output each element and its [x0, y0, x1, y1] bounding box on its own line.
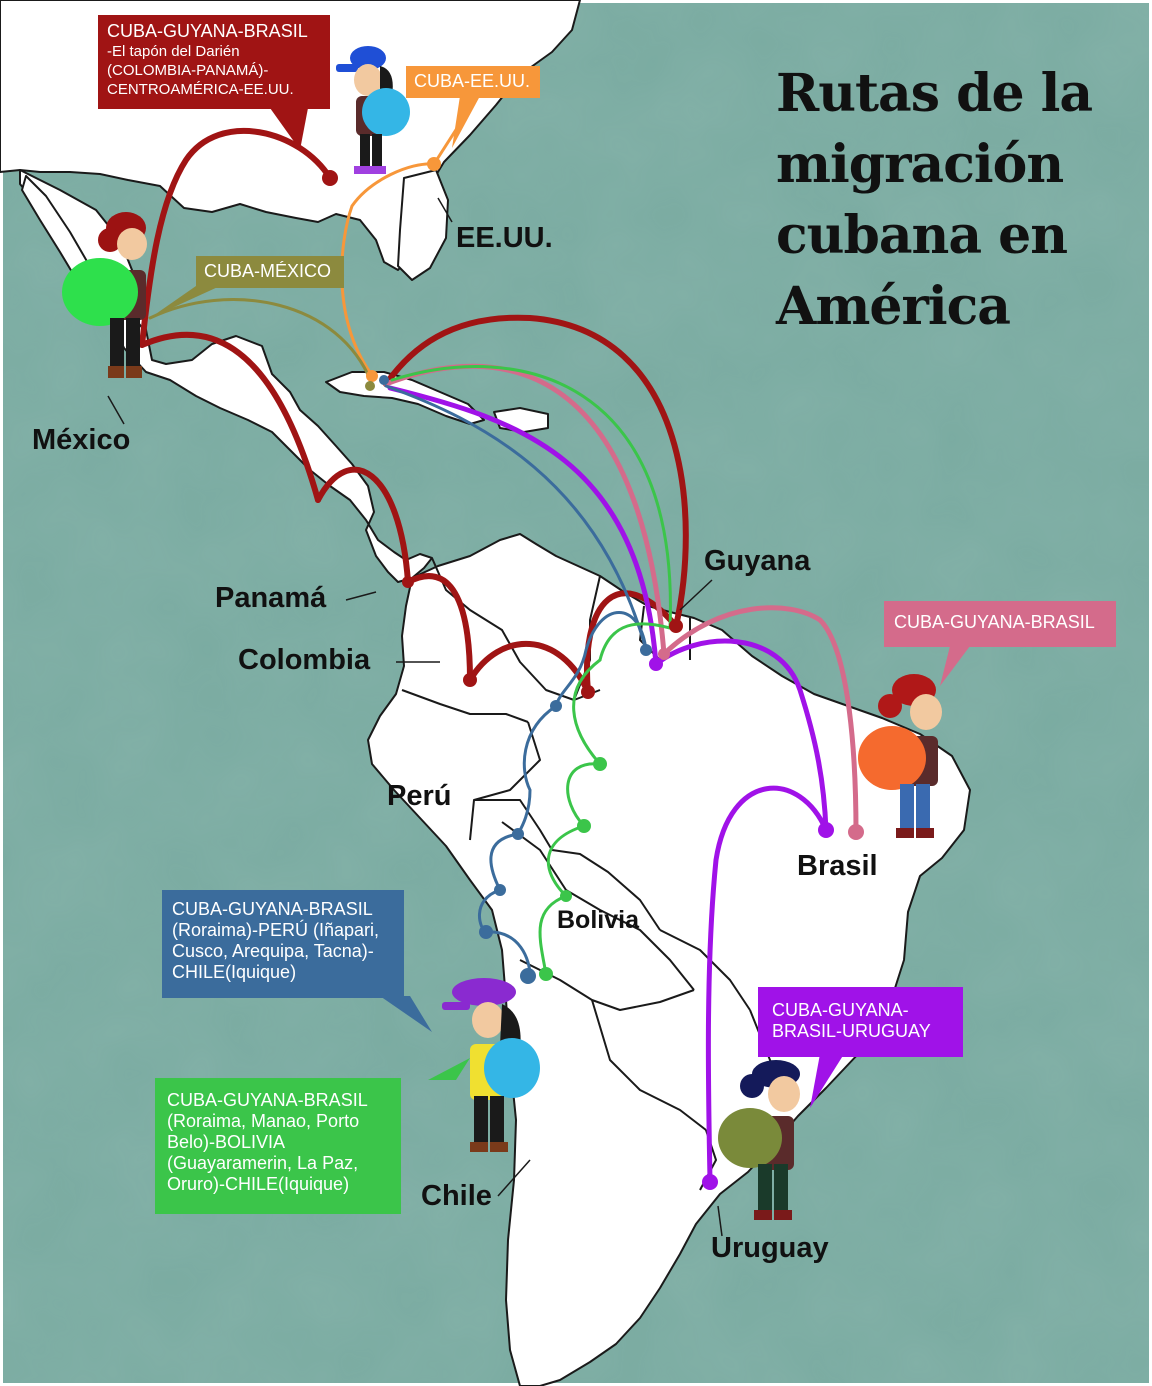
- route-box-title: CUBA-GUYANA-BRASIL: [172, 899, 373, 919]
- map-title: Rutas de la migración cubana en América: [776, 58, 1136, 342]
- route-box-title: CUBA-GUYANA-BRASIL: [107, 21, 308, 41]
- route-bolivia-chile: [390, 365, 672, 976]
- label-panama: Panamá: [215, 582, 327, 614]
- route-box-title: CUBA-EE.UU.: [414, 71, 531, 91]
- route-box-peru-chile: CUBA-GUYANA-BRASIL (Roraima)-PERÚ (Iñapa…: [162, 890, 404, 998]
- bubble-tails: [150, 96, 970, 1108]
- route-box-line: CHILE(Iquique): [172, 962, 297, 982]
- route-box-bolivia-chile: CUBA-GUYANA-BRASIL (Roraima, Manao, Port…: [155, 1078, 401, 1214]
- route-darien: [139, 127, 689, 695]
- route-box-line: CENTROAMÉRICA-EE.UU.: [107, 81, 294, 98]
- route-box-title: CUBA-MÉXICO: [204, 261, 332, 281]
- label-guyana: Guyana: [704, 545, 811, 577]
- label-chile: Chile: [421, 1180, 492, 1212]
- route-box-line: Oruro)-CHILE(Iquique): [167, 1174, 350, 1194]
- route-uruguay: [387, 385, 829, 1183]
- label-brasil: Brasil: [797, 850, 878, 882]
- florida: [397, 169, 449, 281]
- route-box-line: (COLOMBIA-PANAMÁ)-: [107, 62, 269, 79]
- route-box-line: Cusco, Arequipa, Tacna)-: [172, 941, 374, 961]
- traveler-brasil: [858, 674, 942, 838]
- route-box-line: (Guayaramerin, La Paz,: [167, 1153, 359, 1173]
- title-line-2: migración: [776, 134, 1064, 195]
- route-box-line: BRASIL-URUGUAY: [772, 1021, 931, 1041]
- traveler-uruguay: [718, 1060, 800, 1220]
- route-box-line: Belo)-BOLIVIA: [167, 1132, 286, 1152]
- traveler-eeuu: [336, 46, 410, 174]
- route-box-title: CUBA-GUYANA-: [772, 1000, 909, 1020]
- route-box-line: -El tapón del Darién: [107, 43, 240, 60]
- title-line-4: América: [776, 276, 1011, 337]
- route-mexico: [148, 298, 374, 386]
- route-box-uruguay: CUBA-GUYANA- BRASIL-URUGUAY: [758, 987, 963, 1057]
- label-eeuu: EE.UU.: [456, 222, 553, 254]
- traveler-mexico: [62, 212, 147, 378]
- label-peru: Perú: [387, 780, 452, 812]
- route-box-brasil: CUBA-GUYANA-BRASIL: [884, 601, 1116, 647]
- route-endpoints: [322, 157, 864, 1190]
- traveler-chile: [442, 978, 540, 1152]
- label-mexico: México: [32, 424, 131, 456]
- label-colombia: Colombia: [238, 644, 371, 676]
- route-box-title: CUBA-GUYANA-BRASIL: [167, 1090, 368, 1110]
- route-box-line: (Roraima, Manao, Porto: [167, 1111, 360, 1131]
- route-box-eeuu: CUBA-EE.UU.: [406, 66, 540, 98]
- hispaniola: [493, 407, 549, 433]
- route-box-darien: CUBA-GUYANA-BRASIL -El tapón del Darién …: [98, 15, 330, 109]
- route-box-line: (Roraima)-PERÚ (Iñapari,: [172, 920, 380, 940]
- route-box-mexico: CUBA-MÉXICO: [196, 256, 344, 288]
- route-box-title: CUBA-GUYANA-BRASIL: [894, 612, 1095, 632]
- title-line-3: cubana en: [776, 205, 1068, 266]
- label-bolivia: Bolivia: [557, 906, 639, 934]
- title-line-1: Rutas de la: [776, 63, 1093, 124]
- label-uruguay: Uruguay: [711, 1232, 829, 1264]
- label-leaders: [107, 197, 723, 1237]
